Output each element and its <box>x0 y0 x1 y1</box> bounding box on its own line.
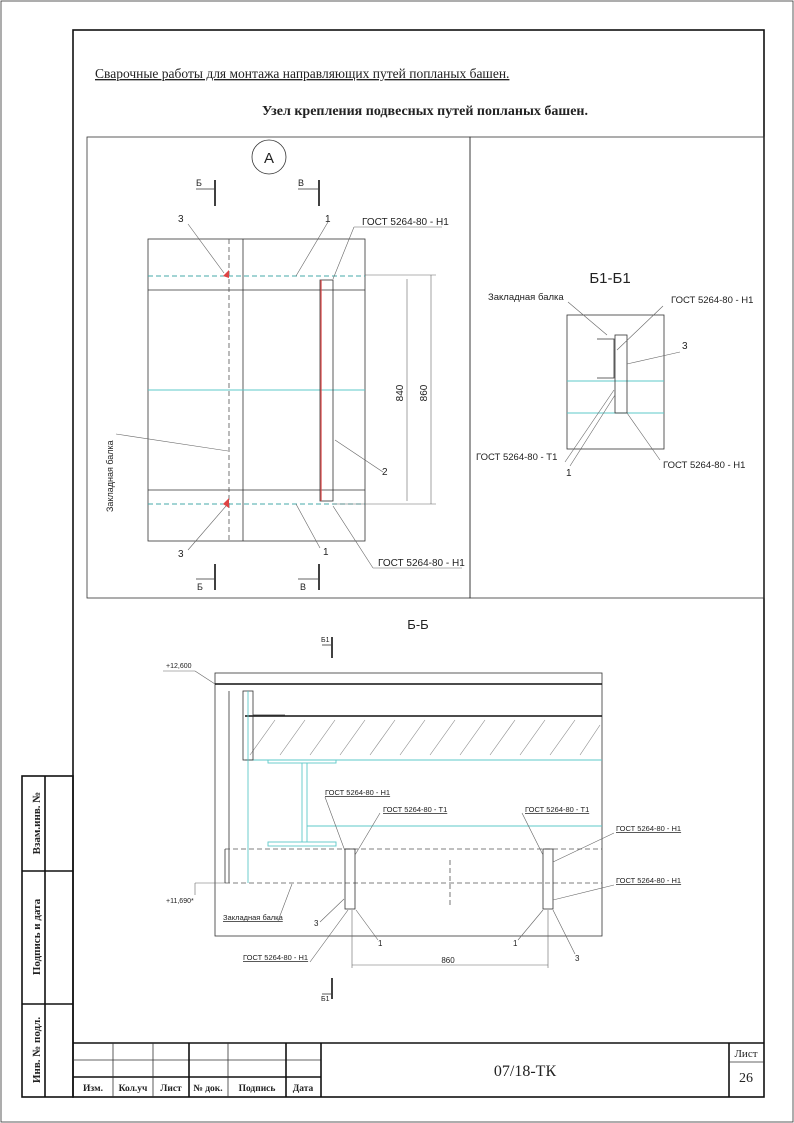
gost-label-top: ГОСТ 5264-80 - Н1 <box>362 217 449 228</box>
section-b1-bottom: Б1 <box>321 996 330 1003</box>
sheet-subtitle: Узел крепления подвесных путей попланых … <box>262 104 588 119</box>
title-block: Изм. Кол.уч Лист № док. Подпись Дата 07/… <box>73 1042 764 1097</box>
view-a-label: А <box>264 150 274 167</box>
callout-1-bottom: 1 <box>323 547 329 558</box>
beam-label-b1: Закладная балка <box>488 292 564 303</box>
section-b1-top: Б1 <box>321 637 330 644</box>
gost-h1-bottom-b1: ГОСТ 5264-80 - Н1 <box>663 460 745 471</box>
stamp-podpis-data: Подпись и дата <box>31 898 43 975</box>
gost-h1-top-b1: ГОСТ 5264-80 - Н1 <box>671 295 753 306</box>
view-bb: Б-Б Б1 Б1 +12,600 +11,690* <box>163 617 681 1003</box>
col-nom-dok: № док. <box>193 1084 222 1094</box>
col-kol-uch: Кол.уч <box>119 1084 148 1094</box>
gost-h1-right-top: ГОСТ 5264-80 - Н1 <box>616 824 681 833</box>
col-podpis: Подпись <box>239 1084 276 1094</box>
beam-label-bb: Закладная балка <box>223 913 284 922</box>
callout-2: 2 <box>382 467 388 478</box>
sheet-label: Лист <box>734 1048 757 1060</box>
gost-h1-a: ГОСТ 5264-80 - Н1 <box>325 788 390 797</box>
callout-3-bottom: 3 <box>178 549 184 560</box>
gost-label-bottom: ГОСТ 5264-80 - Н1 <box>378 558 465 569</box>
col-izm: Изм. <box>83 1084 103 1094</box>
callout-1-right: 1 <box>513 939 518 948</box>
doc-code: 07/18-ТК <box>494 1063 557 1080</box>
elevation-top: +12,600 <box>166 663 192 670</box>
gost-h1-right-bottom: ГОСТ 5264-80 - Н1 <box>616 876 681 885</box>
sheet-title: Сварочные работы для монтажа направляющи… <box>95 66 509 81</box>
gost-t1-b1: ГОСТ 5264-80 - Т1 <box>476 452 557 463</box>
view-a: А Б В Б В 840 860 3 1 ГОСТ 52 <box>105 139 465 592</box>
dim-860-bb: 860 <box>441 956 455 965</box>
callout-1-left: 1 <box>378 939 383 948</box>
panel-view-b1 <box>469 136 765 599</box>
gost-t1-b: ГОСТ 5264-80 - Т1 <box>525 805 589 814</box>
gost-t1-a: ГОСТ 5264-80 - Т1 <box>383 805 447 814</box>
callout-1-b1: 1 <box>566 468 572 479</box>
view-b1-title: Б1-Б1 <box>589 270 630 287</box>
elevation-bottom: +11,690* <box>166 898 194 905</box>
section-mark-b-bottom: Б <box>197 582 203 592</box>
view-b1: Б1-Б1 Закладная балка ГОСТ 5264-80 - Н1 … <box>476 270 753 479</box>
section-mark-v-bottom: В <box>300 582 306 592</box>
callout-3-left: 3 <box>314 919 319 928</box>
side-stamp: Взам.инв. № Подпись и дата Инв. № подл. <box>21 775 74 1098</box>
stamp-vzam-inv: Взам.инв. № <box>31 792 43 855</box>
callout-3-right: 3 <box>575 954 580 963</box>
section-mark-b-top: Б <box>196 178 202 188</box>
callout-1-top: 1 <box>325 214 331 225</box>
callout-3-top: 3 <box>178 214 184 225</box>
beam-label-a: Закладная балка <box>105 440 115 512</box>
panel-view-a <box>86 136 471 599</box>
col-data: Дата <box>293 1084 314 1094</box>
view-bb-title: Б-Б <box>407 617 428 632</box>
dim-840: 840 <box>395 384 406 401</box>
gost-h1-bottom-left: ГОСТ 5264-80 - Н1 <box>243 953 308 962</box>
section-mark-v-top: В <box>298 178 304 188</box>
dim-860: 860 <box>419 384 430 401</box>
col-list: Лист <box>160 1084 182 1094</box>
callout-3-b1: 3 <box>682 341 688 352</box>
sheet-number: 26 <box>739 1071 753 1086</box>
stamp-inv-podl: Инв. № подл. <box>31 1017 43 1083</box>
